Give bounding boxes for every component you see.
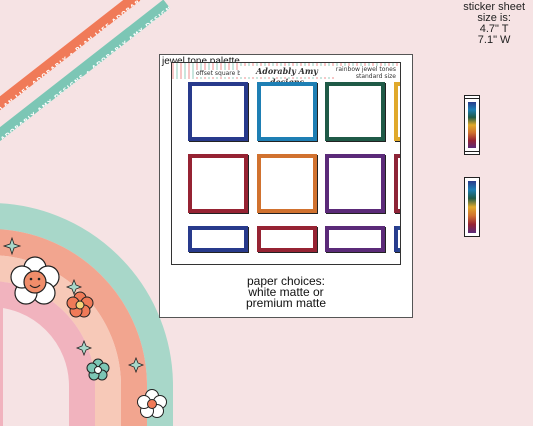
sticker-halfbox-red (257, 226, 317, 252)
teal-flower-icon (86, 358, 110, 381)
sheet-left-header: offset square boxes (194, 70, 257, 77)
sticker-box-maroon (394, 154, 400, 213)
sticker-box-red (188, 154, 248, 213)
size-info-line: 4.7" T (479, 23, 509, 35)
sticker-box-navy (188, 82, 248, 141)
rainbow-arc (0, 281, 95, 426)
sheet-right-header: rainbow jewel tones standard size (333, 66, 398, 80)
sticker-box-blue (257, 82, 317, 141)
sheet-right-header-line: standard size (355, 73, 396, 80)
size-info-line: 7.1" W (477, 34, 511, 46)
sticker-box-green (325, 82, 385, 141)
sticker-box-gold (394, 82, 400, 141)
rainbow-strip (464, 98, 480, 152)
sheet-right-header-line: rainbow jewel tones (335, 66, 396, 73)
smiley-flower-icon (10, 256, 60, 305)
paper-choices-line: paper choices: (246, 274, 326, 288)
sticker-halfbox-rainbow (394, 226, 400, 252)
sticker-sheet: offset square boxes Adorably Amy designs… (171, 62, 401, 265)
sticker-halfbox-purple (325, 226, 385, 252)
brand-logo: Adorably Amy designs (240, 66, 334, 87)
paper-choices-line: white matte or (248, 285, 324, 299)
size-info-line: sticker sheet (463, 1, 525, 13)
sparkle-icon (2, 236, 145, 374)
sticker-box-purple (325, 154, 385, 213)
orange-flower-icon (66, 291, 94, 318)
paper-choices-line: premium matte (245, 296, 327, 310)
daisy-icon (137, 389, 167, 418)
rainbow-strip (464, 177, 480, 237)
size-info-line: size is: (477, 12, 511, 24)
rainbow-arc (0, 203, 173, 426)
paper-choices: paper choices: white matte or premium ma… (160, 274, 412, 310)
product-card: jewel tone palette offset square boxes A… (159, 54, 480, 318)
size-info: sticker sheet size is: 4.7" T 7.1" W (463, 2, 525, 46)
palette-title: jewel tone palette (162, 56, 240, 67)
sticker-halfbox-navy (188, 226, 248, 252)
sticker-box-orange (257, 154, 317, 213)
